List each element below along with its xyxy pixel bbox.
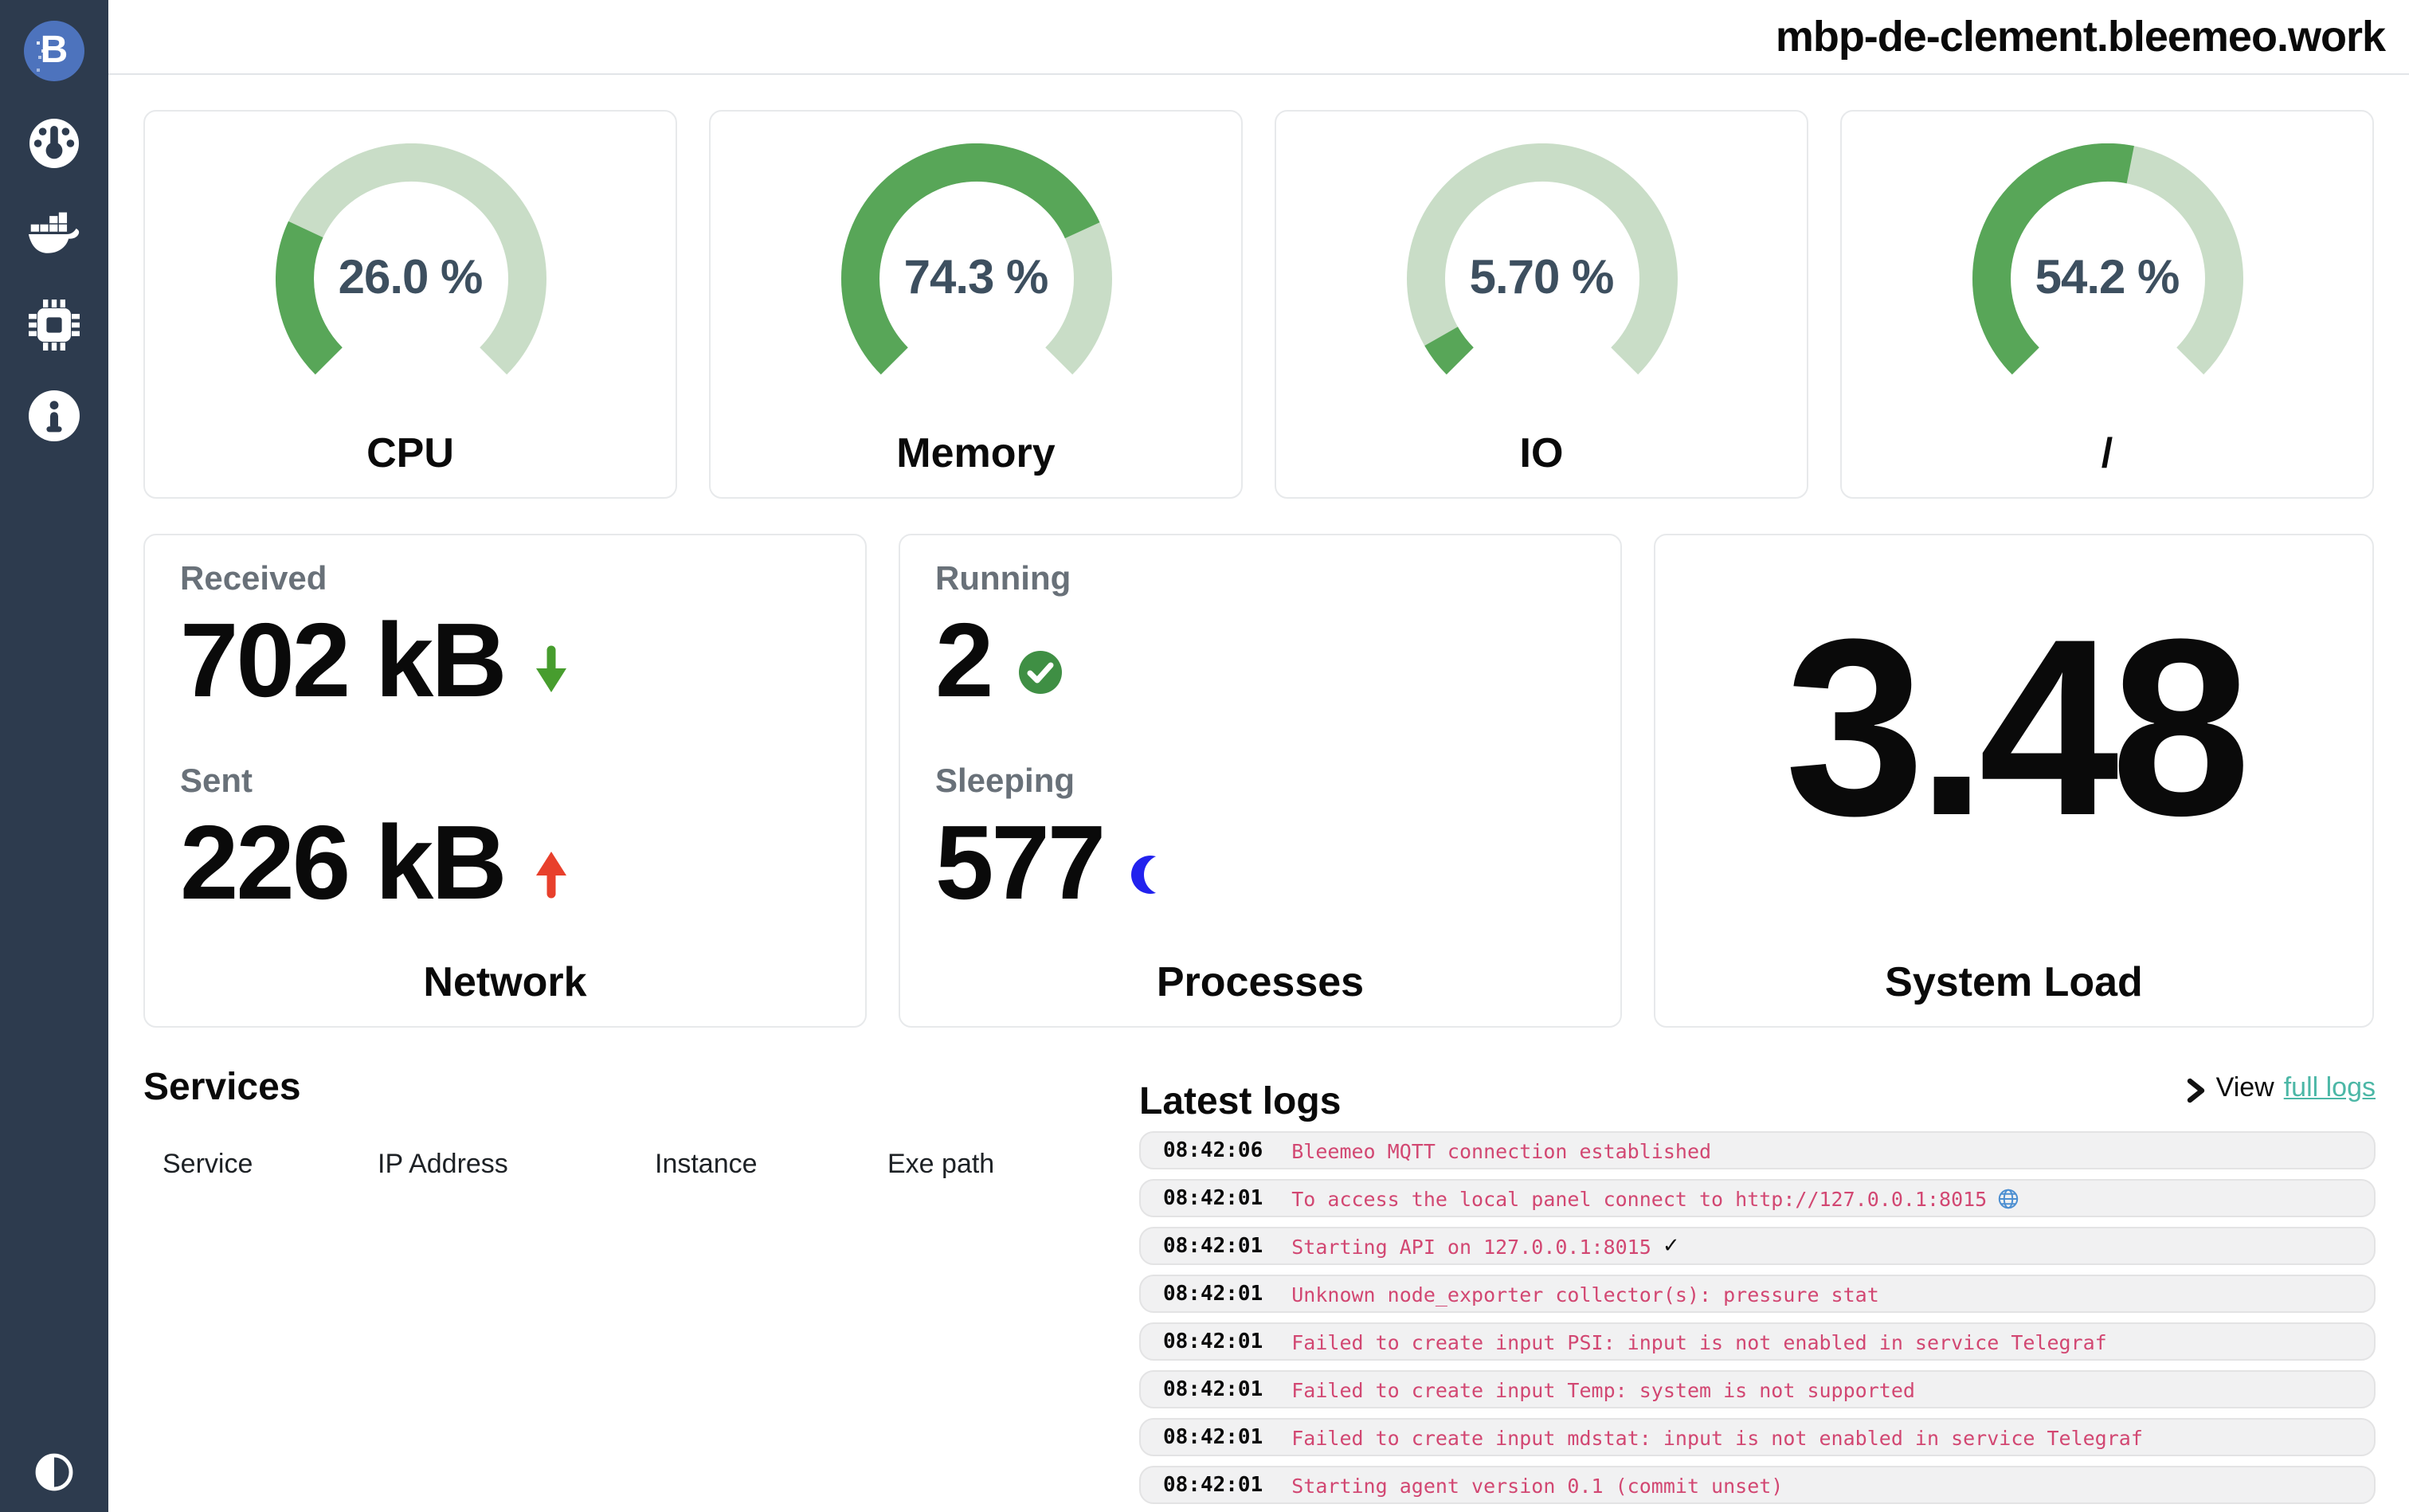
theme-toggle-icon[interactable]: [33, 1451, 75, 1493]
processes-card-title: Processes: [1156, 958, 1365, 1005]
gauge-value: 5.70 %: [1469, 252, 1615, 304]
info-icon[interactable]: [27, 389, 81, 443]
bleemeo-logo[interactable]: B: [24, 21, 84, 81]
gauge-chart: [1406, 143, 1677, 375]
log-row: 08:42:06 Bleemeo MQTT connection establi…: [1139, 1131, 2376, 1169]
log-message: Bleemeo MQTT connection established: [1291, 1138, 1712, 1162]
log-message: To access the local panel connect to htt…: [1291, 1186, 2019, 1210]
log-list: 08:42:06 Bleemeo MQTT connection establi…: [1139, 1131, 2376, 1504]
log-message: Failed to create input mdstat: input is …: [1291, 1425, 2143, 1449]
received-label: Received: [180, 561, 327, 597]
sent-label: Sent: [180, 763, 253, 801]
running-label: Running: [935, 561, 1071, 597]
sidebar-bottom: [0, 1451, 108, 1493]
log-message: Starting API on 127.0.0.1:8015✓: [1291, 1234, 1680, 1258]
log-timestamp: 08:42:06: [1163, 1138, 1263, 1162]
arrow-up-icon: [531, 809, 572, 919]
gauge-card: 54.2 % /: [1840, 110, 2374, 499]
view-label: View: [2215, 1072, 2274, 1103]
log-message: Unknown node_exporter collector(s): pres…: [1291, 1282, 1879, 1306]
sleeping-label: Sleeping: [935, 763, 1075, 801]
microchip-icon[interactable]: [27, 298, 81, 352]
page-title: mbp-de-clement.bleemeo.work: [1775, 13, 2386, 61]
log-message: Failed to create input PSI: input is not…: [1291, 1330, 2107, 1353]
log-timestamp: 08:42:01: [1163, 1330, 1263, 1353]
globe-icon: [1998, 1188, 2019, 1208]
system-load-title: System Load: [1885, 958, 2143, 1005]
gauge-icon[interactable]: [27, 116, 81, 170]
services-column-header: Service: [163, 1149, 253, 1179]
services-table-header: Service IP Address Instance Exe path: [143, 1149, 1099, 1181]
log-row: 08:42:01 Unknown node_exporter collector…: [1139, 1275, 2376, 1313]
check-circle-icon: [1016, 605, 1064, 716]
log-timestamp: 08:42:01: [1163, 1425, 1263, 1449]
stat-row: Received 702 kB Sent 226 kB: [143, 534, 2374, 1028]
services-column-header: IP Address: [378, 1149, 508, 1179]
log-message: Failed to create input Temp: system is n…: [1291, 1377, 1915, 1401]
gauge-value: 54.2 %: [2035, 252, 2180, 304]
gauge-row: 26.0 % CPU 74.3 % Memory 5.70 % IO 54.2 …: [143, 110, 2374, 499]
services-title: Services: [143, 1066, 301, 1109]
gauge-chart: [1972, 143, 2243, 375]
services-column-header: Exe path: [887, 1149, 995, 1179]
gauge-label: Memory: [896, 429, 1056, 476]
topbar: mbp-de-clement.bleemeo.work: [108, 0, 2409, 75]
log-timestamp: 08:42:01: [1163, 1186, 1263, 1210]
log-row: 08:42:01 Starting agent version 0.1 (com…: [1139, 1466, 2376, 1504]
gauge-value: 74.3 %: [903, 252, 1049, 304]
log-timestamp: 08:42:01: [1163, 1234, 1263, 1258]
gauge-card: 26.0 % CPU: [143, 110, 677, 499]
logs-title: Latest logs: [1139, 1080, 1342, 1123]
gauge-label: IO: [1519, 429, 1564, 476]
arrow-down-icon: [531, 605, 572, 716]
gauge-value: 26.0 %: [338, 252, 484, 304]
log-message: Starting agent version 0.1 (commit unset…: [1291, 1473, 1784, 1497]
log-timestamp: 08:42:01: [1163, 1473, 1263, 1497]
network-card-title: Network: [423, 958, 587, 1005]
gauge-label: /: [2101, 429, 2113, 476]
processes-card: Running 2 Sleeping 577: [899, 534, 1622, 1028]
network-card: Received 702 kB Sent 226 kB: [143, 534, 867, 1028]
system-load-value: 3.48: [1784, 588, 2250, 868]
sent-value: 226 kB: [180, 803, 507, 922]
gauge-card: 74.3 % Memory: [709, 110, 1243, 499]
log-row: 08:42:01 Failed to create input Temp: sy…: [1139, 1370, 2376, 1408]
services-column-header: Instance: [655, 1149, 758, 1179]
log-timestamp: 08:42:01: [1163, 1377, 1263, 1401]
gauge-label: CPU: [366, 429, 454, 476]
running-value: 2: [935, 601, 993, 719]
moon-icon: [1129, 809, 1177, 919]
system-load-card: 3.48 System Load: [1654, 534, 2374, 1028]
sleeping-value: 577: [935, 803, 1106, 922]
log-row: 08:42:01 Failed to create input PSI: inp…: [1139, 1322, 2376, 1361]
chevron-right-icon: [2184, 1073, 2207, 1103]
services-section: Services Service IP Address Instance Exe pa…: [143, 1066, 1099, 1181]
log-row: 08:42:01 Failed to create input mdstat: …: [1139, 1418, 2376, 1456]
gauge-chart: [275, 143, 546, 375]
gauge-chart: [840, 143, 1111, 375]
logs-section: Latest logs View full logs 08:42:06 Blee…: [1139, 1071, 2376, 1504]
check-icon: ✓: [1662, 1234, 1680, 1258]
log-row: 08:42:01 Starting API on 127.0.0.1:8015✓: [1139, 1227, 2376, 1265]
received-value: 702 kB: [180, 601, 507, 719]
log-row: 08:42:01 To access the local panel conne…: [1139, 1179, 2376, 1217]
sidebar: B: [0, 0, 108, 1512]
full-logs-link[interactable]: full logs: [2283, 1072, 2376, 1103]
gauge-card: 5.70 % IO: [1275, 110, 1808, 499]
docker-icon[interactable]: [27, 207, 81, 261]
log-timestamp: 08:42:01: [1163, 1282, 1263, 1306]
sidebar-nav: [0, 116, 108, 443]
bleemeo-logo-letter: B: [40, 29, 69, 72]
